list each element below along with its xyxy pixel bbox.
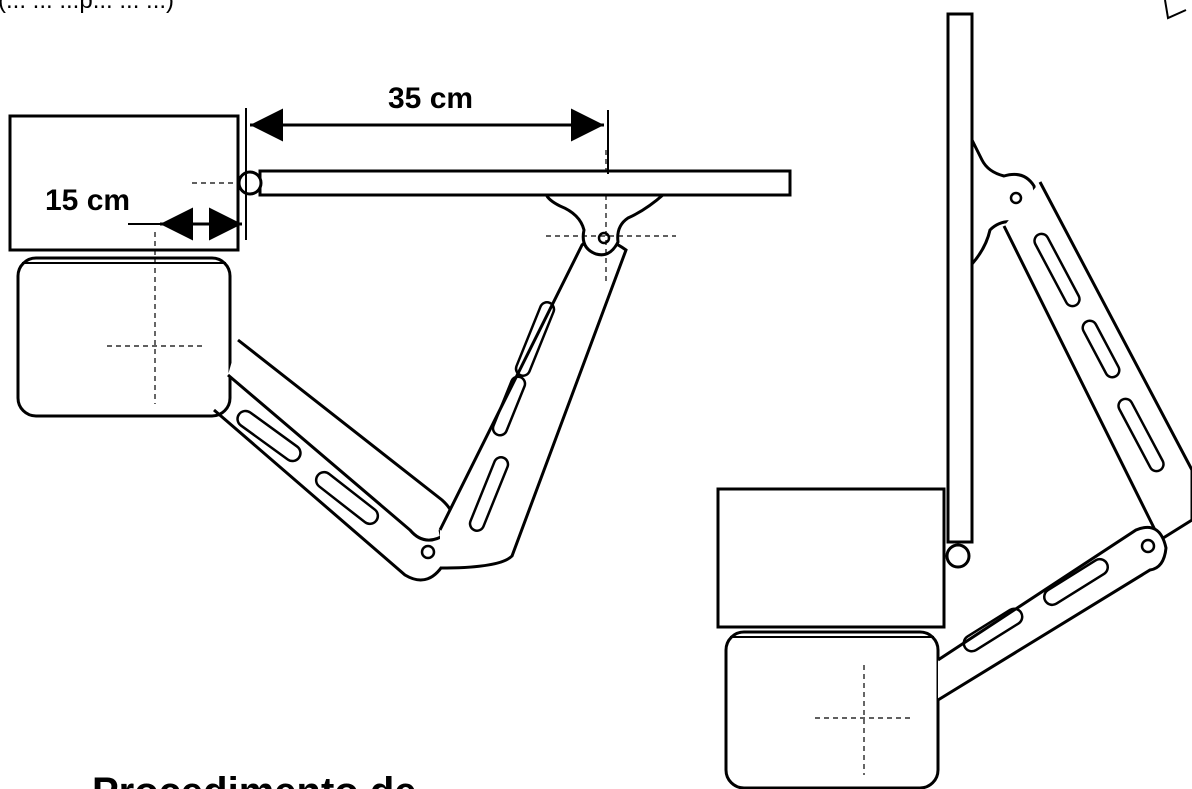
right-upper-box — [716, 487, 946, 629]
left-monitor — [258, 169, 792, 197]
heading: Procedimento de — [92, 770, 417, 789]
right-pivot — [945, 543, 971, 569]
left-upper-arm — [438, 237, 628, 570]
right-monitor — [946, 12, 974, 544]
right-base-box — [724, 630, 940, 789]
right-figure — [716, 0, 1192, 789]
left-base-crosshair — [107, 232, 205, 404]
right-upper-arm — [1002, 181, 1192, 543]
right-bracket — [970, 139, 1037, 268]
right-base-crosshair — [815, 665, 912, 775]
left-pivot — [237, 170, 263, 196]
left-base-box — [16, 256, 232, 418]
top-caption: (... ... ...p... ... ...) — [0, 0, 174, 14]
dim-15cm-label: 15 cm — [45, 184, 130, 217]
dim-35cm-label: 35 cm — [388, 82, 473, 115]
left-bracket — [543, 192, 668, 257]
right-lower-arm — [937, 525, 1168, 702]
left-lower-arm — [213, 338, 455, 582]
left-figure — [8, 108, 792, 582]
